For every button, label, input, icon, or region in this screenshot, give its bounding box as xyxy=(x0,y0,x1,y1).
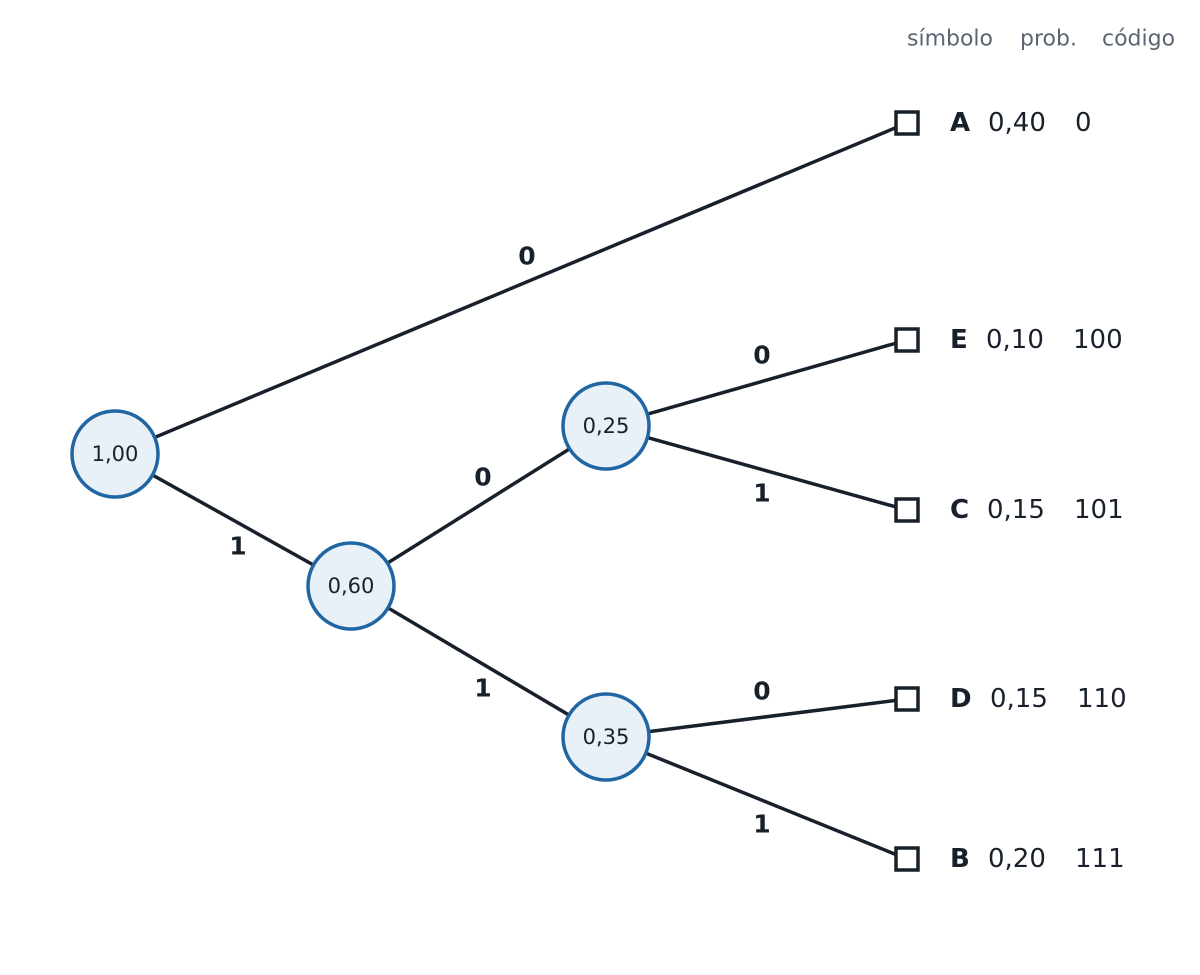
leaf-e: E 0,10 100 xyxy=(894,325,1123,355)
node-025: 0,25 xyxy=(561,381,651,471)
edge-root-060 xyxy=(113,452,353,588)
header-code: código xyxy=(1102,27,1175,52)
node-060-label: 0,60 xyxy=(328,574,375,598)
leaf-b-code: 111 xyxy=(1075,844,1125,874)
leaf-a-code: 0 xyxy=(1075,108,1092,138)
leaf-c-box xyxy=(894,497,920,523)
node-025-label: 0,25 xyxy=(583,414,630,438)
leaf-c-code: 101 xyxy=(1074,495,1124,525)
leaf-a-symbol: A xyxy=(950,108,970,138)
edge-label-root-a: 0 xyxy=(518,242,535,271)
edge-label-060-035: 1 xyxy=(474,674,491,703)
edge-060-025 xyxy=(349,424,608,588)
edge-label-035-d: 0 xyxy=(753,677,770,706)
leaf-c: C 0,15 101 xyxy=(894,495,1124,525)
leaf-e-box xyxy=(894,327,920,353)
node-060: 0,60 xyxy=(306,541,396,631)
edge-label-025-c: 1 xyxy=(753,479,770,508)
leaf-d: D 0,15 110 xyxy=(894,684,1127,714)
edge-label-060-025: 0 xyxy=(474,463,491,492)
node-035: 0,35 xyxy=(561,692,651,782)
column-headers: símbolo prob. código xyxy=(907,27,1175,52)
edge-035-d xyxy=(604,697,909,739)
node-025-circle xyxy=(561,381,651,471)
edges xyxy=(113,121,909,861)
header-symbol: símbolo xyxy=(907,27,993,52)
leaf-e-symbol: E xyxy=(950,325,968,355)
edge-root-a xyxy=(113,121,909,456)
node-root-label: 1,00 xyxy=(92,442,139,466)
leaf-b: B 0,20 111 xyxy=(894,844,1125,874)
node-035-circle xyxy=(561,692,651,782)
leaf-d-code: 110 xyxy=(1077,684,1127,714)
edge-035-b xyxy=(604,735,909,861)
edge-label-025-e: 0 xyxy=(753,341,770,370)
leaf-c-prob: 0,15 xyxy=(987,495,1045,525)
edge-060-035 xyxy=(349,584,608,739)
header-prob: prob. xyxy=(1020,27,1077,52)
edge-025-c xyxy=(604,424,909,512)
leaf-b-box xyxy=(894,846,920,872)
node-035-label: 0,35 xyxy=(583,725,630,749)
node-root: 1,00 xyxy=(70,409,160,499)
leaf-b-symbol: B xyxy=(950,844,970,874)
leaf-b-prob: 0,20 xyxy=(988,844,1046,874)
internal-nodes: 1,00 0,60 0,25 0,35 xyxy=(70,381,651,782)
node-root-circle xyxy=(70,409,160,499)
node-060-circle xyxy=(306,541,396,631)
edge-label-root-060: 1 xyxy=(229,532,246,561)
leaf-e-prob: 0,10 xyxy=(986,325,1044,355)
leaf-a-box xyxy=(894,110,920,136)
leaf-d-prob: 0,15 xyxy=(990,684,1048,714)
edge-labels: 0 1 0 1 0 1 0 1 xyxy=(229,242,770,839)
leaf-d-box xyxy=(894,686,920,712)
leaf-a: A 0,40 0 xyxy=(894,108,1092,138)
leaf-a-prob: 0,40 xyxy=(988,108,1046,138)
leaf-c-symbol: C xyxy=(950,495,969,525)
leaf-d-symbol: D xyxy=(950,684,972,714)
leaf-e-code: 100 xyxy=(1073,325,1123,355)
leaves: A 0,40 0 E 0,10 100 C 0,15 101 D 0,15 11… xyxy=(894,108,1127,874)
edge-025-e xyxy=(604,338,909,428)
edge-label-035-b: 1 xyxy=(753,810,770,839)
